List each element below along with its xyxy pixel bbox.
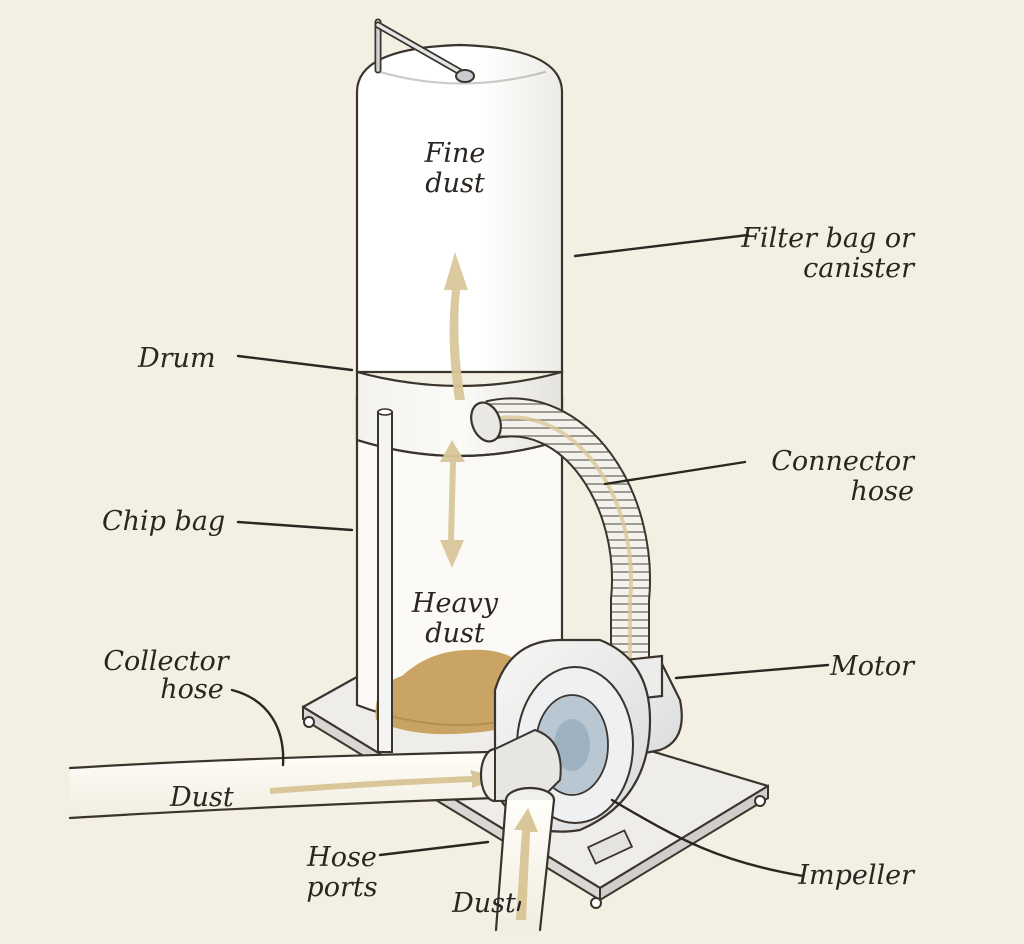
filter-bag-label-line1: Filter bag or <box>740 223 916 254</box>
chip-bag-label: Chip bag <box>102 506 225 537</box>
connector-hose <box>470 397 651 660</box>
hose-ports-label-line1: Hose <box>306 842 377 873</box>
filter-bag-label-line2: canister <box>803 253 916 284</box>
bottom-hose-tube <box>494 798 556 932</box>
drum-label: Drum <box>137 343 216 374</box>
collector-hose-tube <box>68 750 500 820</box>
impeller-label: Impeller <box>797 860 916 891</box>
leader-lines <box>230 233 830 912</box>
dust-bottom-label: Dust <box>451 888 516 919</box>
support-rod <box>377 408 393 753</box>
airflow-arrows <box>440 252 468 568</box>
dust-left-label: Dust <box>169 782 234 813</box>
labels: Fine dust Filter bag or canister Drum Co… <box>102 138 916 919</box>
hanger-rod <box>374 18 475 83</box>
filter-bag <box>355 43 564 374</box>
collector-hose-label-line1: Collector <box>103 646 230 677</box>
fine-dust-label-line1: Fine <box>424 138 486 169</box>
fine-dust-label-line2: dust <box>425 168 485 199</box>
connector-hose-label-line2: hose <box>851 476 914 507</box>
connector-hose-label-line1: Connector <box>771 446 916 477</box>
heavy-dust-label-line1: Heavy <box>411 588 499 619</box>
hose-ports-label-line2: ports <box>306 872 377 903</box>
collector-hose-label-line2: hose <box>160 674 223 705</box>
heavy-dust-label-line2: dust <box>425 618 485 649</box>
motor-label: Motor <box>829 651 916 682</box>
